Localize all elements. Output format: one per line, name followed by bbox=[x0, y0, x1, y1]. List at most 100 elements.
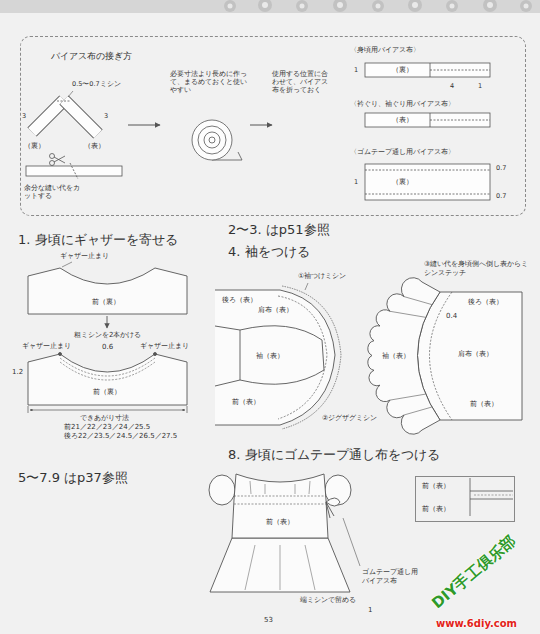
bias-join-illustration bbox=[26, 91, 122, 179]
bias-roll-illustration bbox=[198, 126, 226, 154]
dress-illustration bbox=[309, 481, 310, 494]
watermark-url: www.6diy.com bbox=[436, 618, 517, 631]
part-label: ギャザー止まり bbox=[60, 252, 109, 261]
bodice-illustration bbox=[28, 354, 187, 405]
part-label: 肩布（表） bbox=[258, 306, 293, 315]
bias-join-illustration bbox=[32, 100, 64, 132]
ruffle-sleeve-illustration bbox=[368, 278, 440, 434]
part-label: 前（表） bbox=[232, 398, 260, 407]
dress-illustration bbox=[245, 545, 255, 590]
bodice-illustration bbox=[30, 410, 185, 411]
bias-join-illustration bbox=[64, 100, 98, 134]
bodice-illustration bbox=[28, 268, 187, 314]
part-label: 前（裏） bbox=[93, 388, 121, 397]
folded-bias-illustration bbox=[430, 113, 431, 127]
step-heading: 1. 身頃にギャザーを寄せる bbox=[18, 232, 178, 248]
part-label: 前（裏） bbox=[92, 298, 120, 307]
folded-bias-illustration bbox=[365, 63, 490, 77]
folded-bias-illustration bbox=[365, 63, 490, 200]
page-number: 53 bbox=[264, 616, 273, 625]
bodice-illustration bbox=[107, 316, 108, 328]
bias-roll-illustration bbox=[192, 120, 232, 160]
dimension: 1 bbox=[478, 82, 482, 90]
method-panel: バイアス布の接ぎ方 bbox=[20, 36, 526, 216]
step-heading: 5〜7.9 はp37参照 bbox=[18, 470, 128, 486]
instruction-note: 余分な縫い代をカットする bbox=[24, 184, 84, 200]
side-label: （表） bbox=[392, 116, 413, 124]
part-label: 前（表） bbox=[266, 518, 294, 527]
page-banner bbox=[372, 0, 384, 12]
inset-illustration bbox=[470, 478, 471, 516]
instruction-note: ③縫い代を身頃側へ倒し表からミシンステッチ bbox=[424, 260, 529, 278]
dress-illustration bbox=[343, 518, 360, 566]
node-text: 前（表） bbox=[422, 482, 450, 491]
dimension: 3 bbox=[22, 112, 26, 120]
ruffle-sleeve-illustration bbox=[390, 311, 426, 317]
dimension: 0.6 bbox=[102, 343, 113, 352]
part-label: 袖（表） bbox=[382, 352, 410, 361]
ruffle-sleeve-illustration bbox=[390, 394, 426, 400]
bodice-illustration bbox=[60, 358, 155, 376]
inset-illustration bbox=[474, 495, 513, 496]
bias-roll-illustration bbox=[192, 120, 242, 160]
side-label: （表） bbox=[84, 142, 105, 150]
page-banner bbox=[446, 0, 458, 12]
page-banner bbox=[0, 0, 540, 13]
page-banner bbox=[258, 0, 272, 12]
bodice-illustration bbox=[154, 353, 157, 356]
sleeve-attach-illustration bbox=[215, 326, 240, 330]
sleeve-attach-illustration bbox=[215, 283, 341, 429]
bodice-illustration bbox=[28, 406, 29, 413]
sleeve-attach-illustration bbox=[215, 380, 240, 386]
dimension: 0.7 bbox=[496, 192, 506, 200]
stitch-note: 0.5〜0.7ミシン bbox=[72, 80, 121, 88]
bodice-illustration bbox=[60, 362, 155, 380]
page-banner bbox=[450, 4, 455, 9]
bodice-illustration bbox=[187, 406, 188, 413]
page-banner bbox=[412, 2, 418, 8]
dress-illustration bbox=[295, 484, 296, 494]
dress-illustration bbox=[250, 481, 251, 494]
dress-illustration bbox=[265, 484, 266, 494]
folded-bias-illustration bbox=[365, 170, 490, 171]
step-heading: 8. 身頃にゴムテープ通し布をつける bbox=[228, 447, 440, 463]
folded-bias-illustration bbox=[365, 113, 490, 127]
stitch-note: ②ジグザグミシン bbox=[322, 414, 377, 423]
part-label: 前（表） bbox=[470, 400, 498, 409]
bias-join-illustration bbox=[50, 161, 55, 166]
ruffle-sleeve-illustration bbox=[404, 407, 432, 415]
sleeve-attach-illustration bbox=[305, 283, 308, 290]
sleeve-attach-illustration bbox=[240, 326, 324, 384]
ruffle-sleeve-illustration bbox=[404, 297, 432, 305]
process-arrow bbox=[250, 125, 272, 126]
part-label: 袖（表） bbox=[256, 352, 284, 361]
page-banner bbox=[376, 4, 381, 9]
inset-illustration bbox=[470, 478, 513, 516]
folded-bias-illustration bbox=[365, 194, 490, 195]
dimension-note: できあがり寸法 bbox=[80, 414, 129, 423]
step-heading: 2〜3. はp51参照 bbox=[228, 222, 330, 238]
page-banner bbox=[337, 2, 343, 8]
page-banner bbox=[483, 0, 497, 12]
bias-join-illustration bbox=[54, 157, 65, 163]
dimension: 0.4 bbox=[446, 312, 457, 321]
instruction-note: 粗ミシンを2本かける bbox=[74, 331, 141, 340]
dress-illustration bbox=[209, 475, 235, 505]
step-heading: 4. 袖をつける bbox=[228, 244, 310, 260]
bodice-illustration bbox=[59, 353, 62, 356]
part-label: 後ろ（表） bbox=[468, 298, 503, 307]
folded-bias-illustration bbox=[430, 63, 431, 77]
node-text: 前（表） bbox=[422, 505, 450, 514]
bias-join-illustration bbox=[54, 156, 65, 162]
page-banner bbox=[333, 0, 347, 12]
page-banner bbox=[262, 2, 268, 8]
watermark: DIY手工俱乐部 bbox=[428, 531, 520, 612]
dimension: 1.2 bbox=[12, 368, 23, 377]
ruffle-sleeve-illustration bbox=[368, 278, 522, 434]
bias-join-illustration bbox=[70, 163, 78, 179]
part-label: 肩布（表） bbox=[458, 350, 493, 359]
dress-illustration bbox=[210, 538, 350, 592]
dress-illustration bbox=[234, 496, 326, 497]
dress-illustration bbox=[232, 474, 328, 538]
